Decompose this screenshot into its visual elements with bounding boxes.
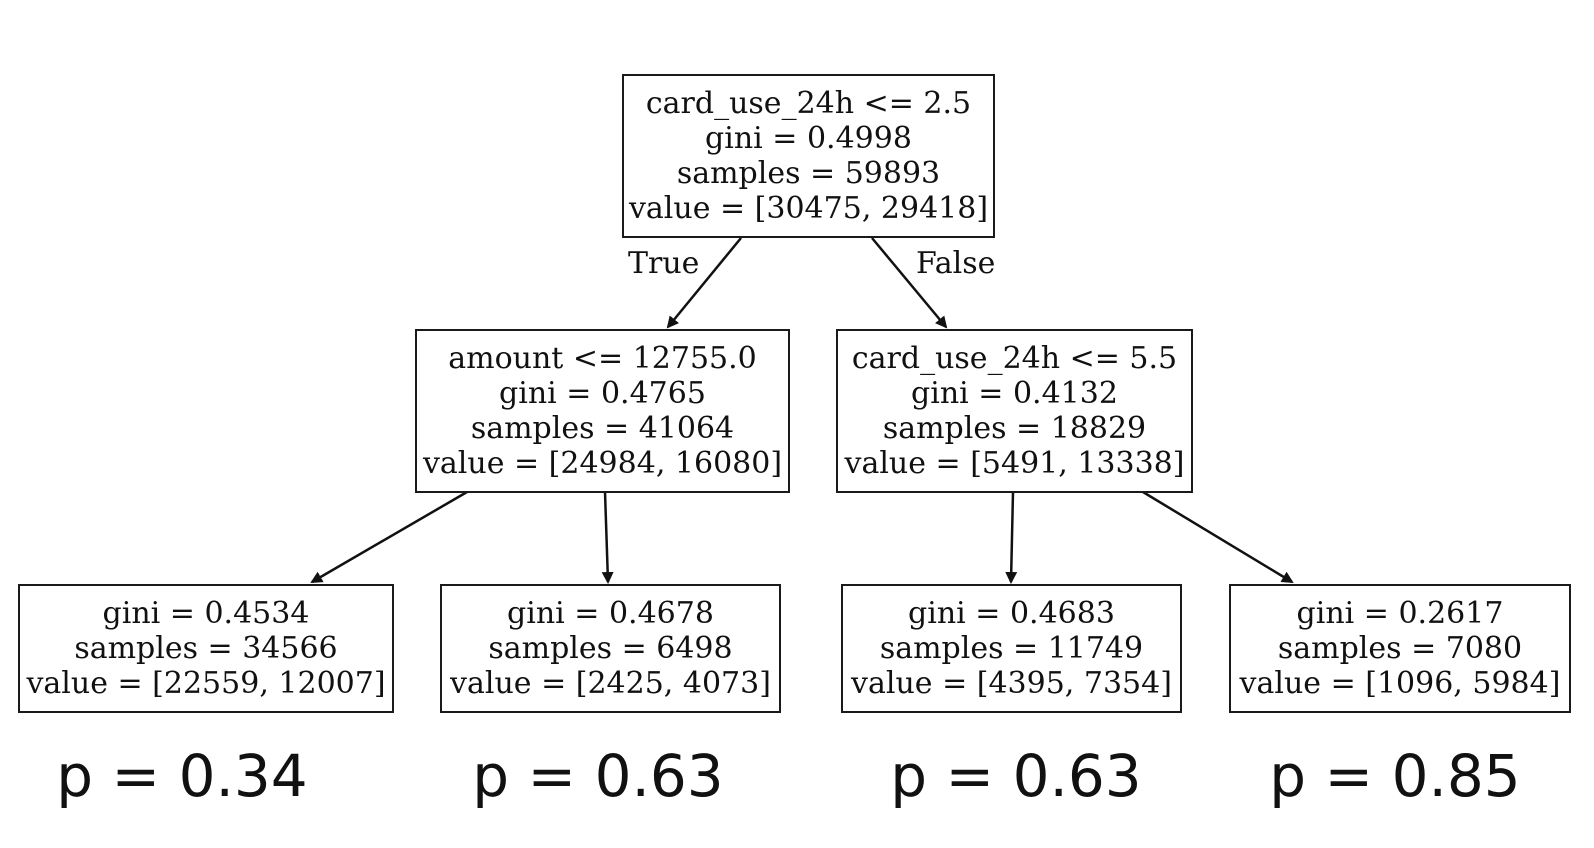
leaf-samples: samples = 7080 (1277, 631, 1523, 666)
leaf-samples: samples = 34566 (74, 631, 338, 666)
edge-label-true: True (628, 246, 700, 281)
root-value: value = [30475, 29418] (628, 191, 989, 226)
leaf-gini: gini = 0.4534 (102, 596, 310, 631)
edge-label-false: False (916, 246, 996, 281)
leaf-node: gini = 0.4683 samples = 11749 value = [4… (841, 584, 1182, 713)
leaf-gini: gini = 0.2617 (1296, 596, 1504, 631)
edge-left-leaf1 (310, 490, 468, 584)
leaf-value: value = [1096, 5984] (1239, 666, 1561, 701)
leaf-node: gini = 0.4534 samples = 34566 value = [2… (18, 584, 394, 713)
leaf-probability: p = 0.34 (56, 742, 308, 810)
left-node: amount <= 12755.0 gini = 0.4765 samples … (415, 329, 790, 493)
right-value: value = [5491, 13338] (844, 446, 1185, 481)
edge-right-leaf4 (1142, 490, 1294, 584)
leaf-probability: p = 0.63 (890, 742, 1142, 810)
root-gini: gini = 0.4998 (705, 121, 912, 156)
leaf-node: gini = 0.4678 samples = 6498 value = [24… (440, 584, 781, 713)
leaf-samples: samples = 11749 (879, 631, 1144, 666)
leaf-probability: p = 0.63 (472, 742, 724, 810)
left-value: value = [24984, 16080] (422, 446, 783, 481)
right-samples: samples = 18829 (882, 411, 1147, 446)
leaf-value: value = [2425, 4073] (450, 666, 771, 701)
leaf-value: value = [4395, 7354] (851, 666, 1172, 701)
root-node: card_use_24h <= 2.5 gini = 0.4998 sample… (622, 74, 995, 238)
left-gini: gini = 0.4765 (499, 376, 706, 411)
root-samples: samples = 59893 (676, 156, 941, 191)
right-node: card_use_24h <= 5.5 gini = 0.4132 sample… (836, 329, 1193, 493)
left-samples: samples = 41064 (470, 411, 735, 446)
right-condition: card_use_24h <= 5.5 (851, 341, 1178, 376)
edge-left-leaf2 (601, 491, 614, 584)
root-condition: card_use_24h <= 2.5 (645, 86, 972, 121)
leaf-node: gini = 0.2617 samples = 7080 value = [10… (1229, 584, 1571, 713)
leaf-gini: gini = 0.4678 (507, 596, 714, 631)
leaf-probability: p = 0.85 (1269, 742, 1521, 810)
leaf-samples: samples = 6498 (488, 631, 733, 666)
leaf-value: value = [22559, 12007] (26, 666, 386, 701)
right-gini: gini = 0.4132 (911, 376, 1118, 411)
edge-right-leaf3 (1005, 491, 1018, 584)
leaf-gini: gini = 0.4683 (908, 596, 1115, 631)
left-condition: amount <= 12755.0 (448, 341, 757, 376)
edge-root-right (871, 237, 948, 329)
edge-root-left (666, 237, 742, 329)
